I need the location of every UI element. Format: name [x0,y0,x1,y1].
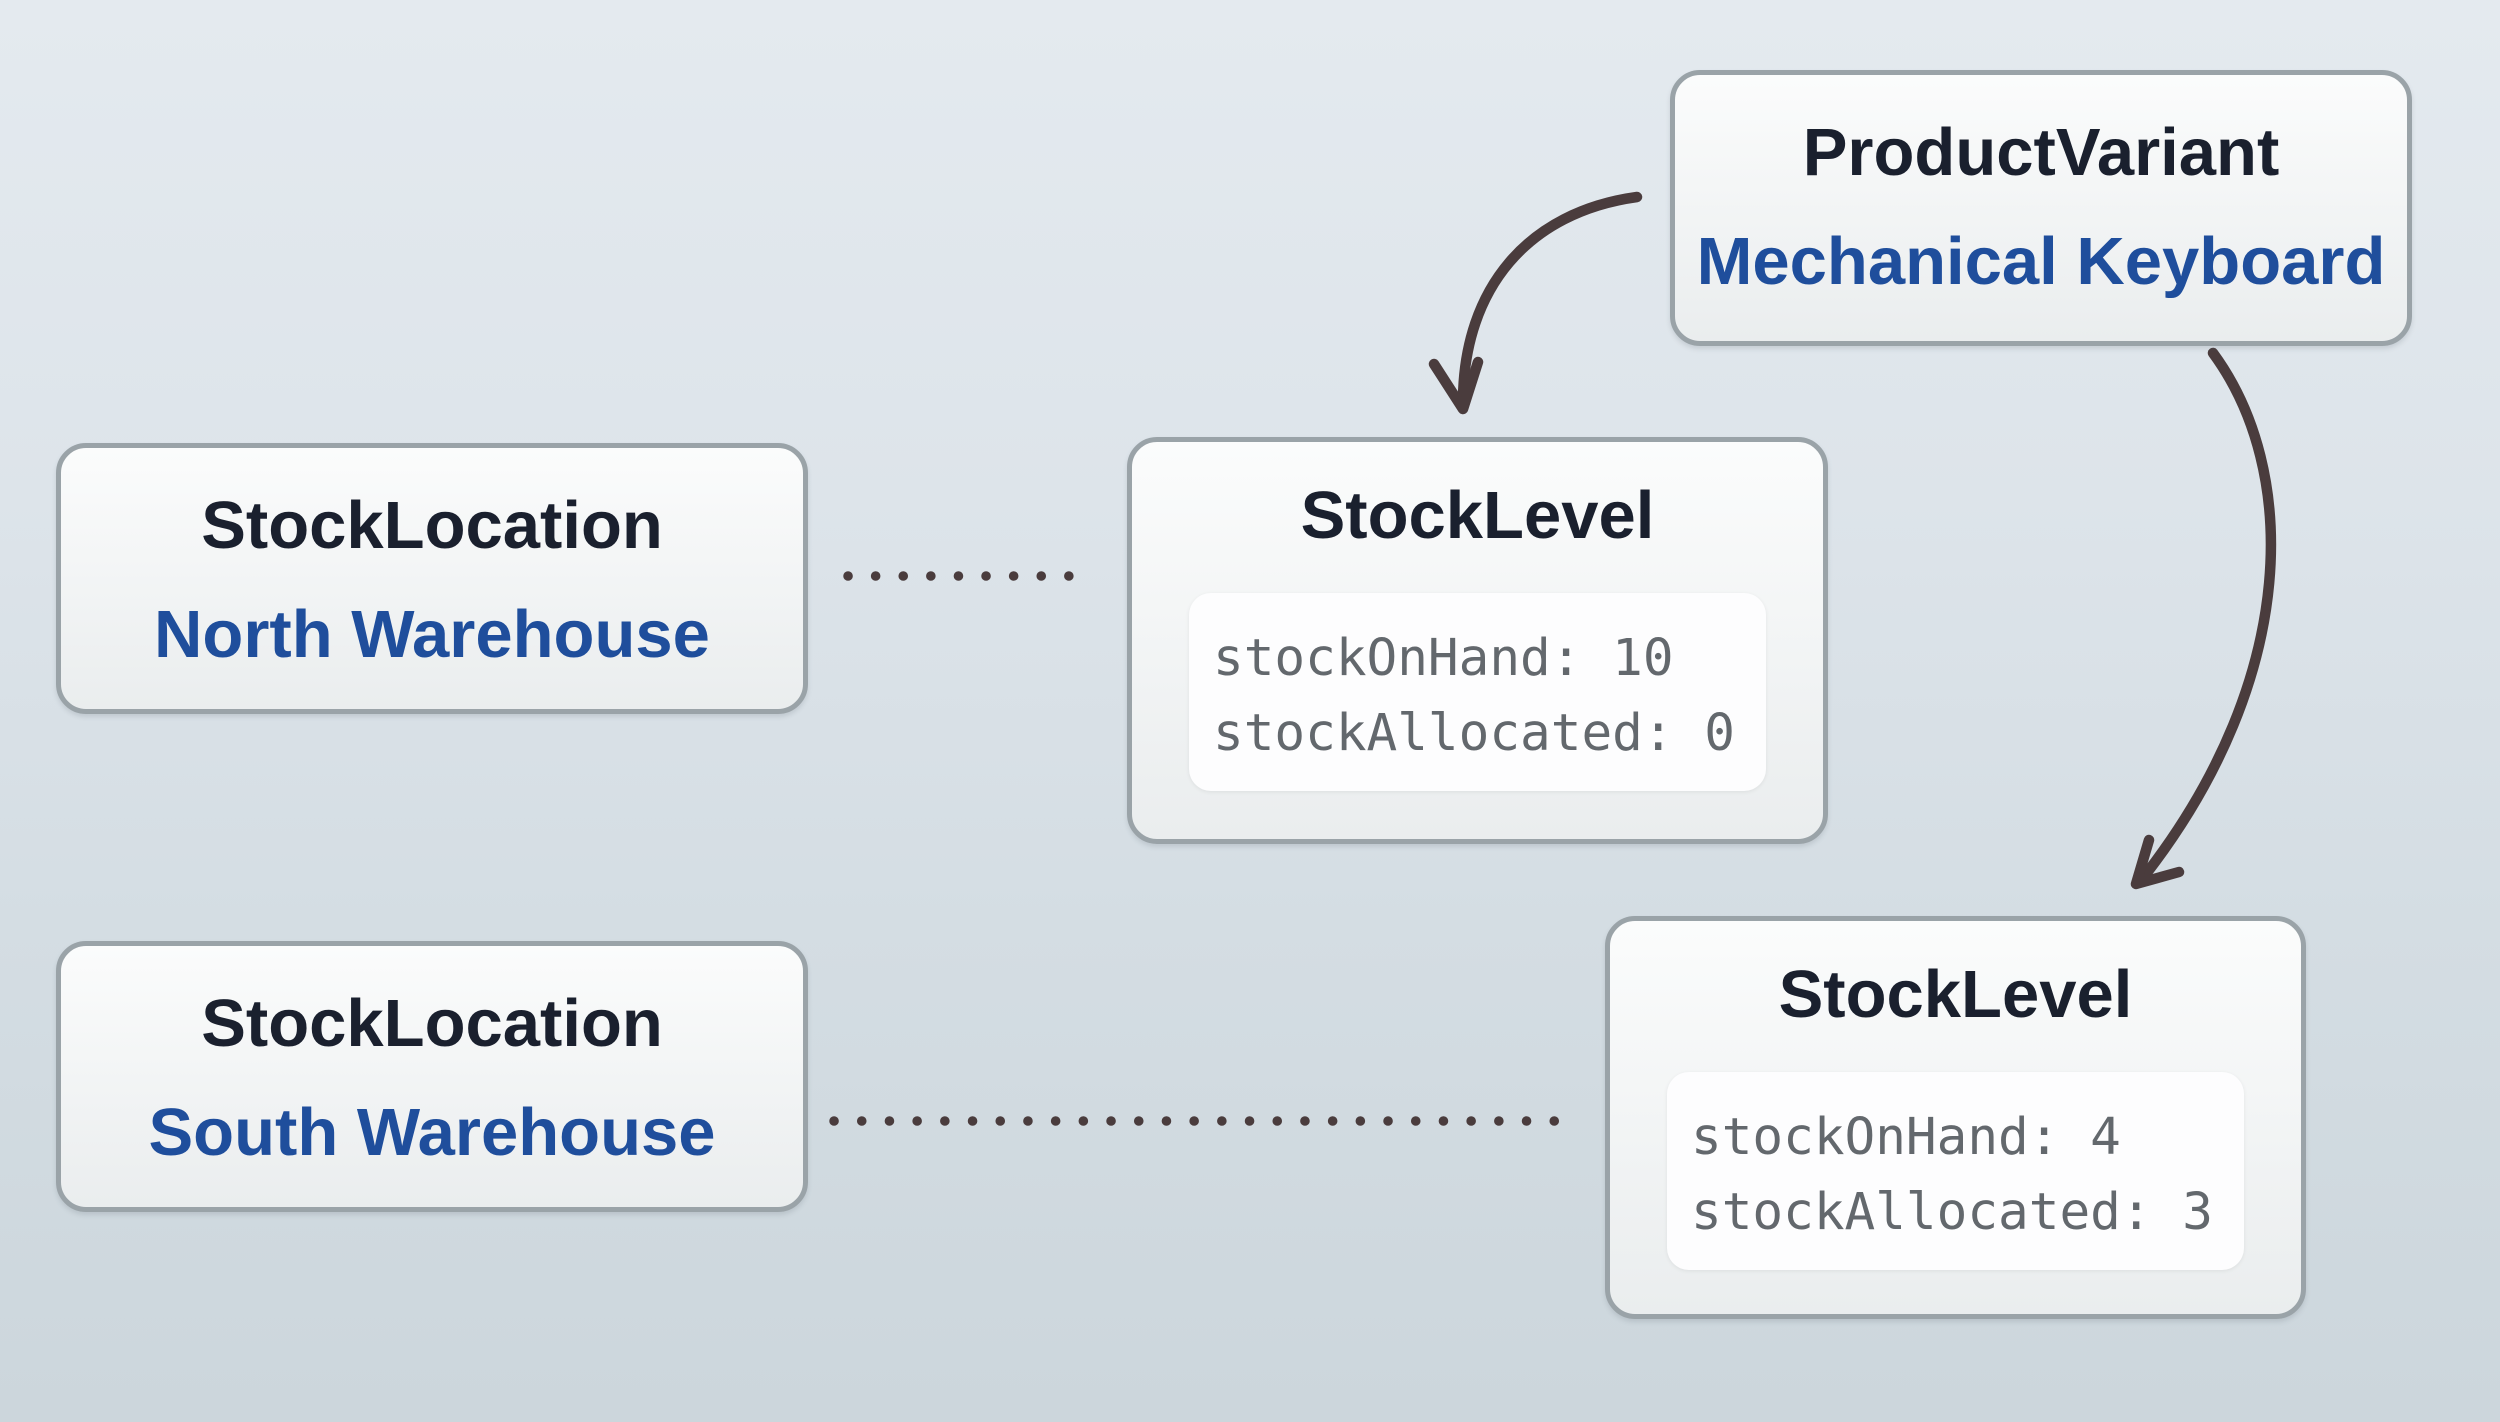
product-variant-type-label: ProductVariant [1802,115,2280,190]
stock-level-south-node: StockLevel stockOnHand: 4 stockAllocated… [1605,916,2306,1319]
stock-location-south-name: South Warehouse [148,1095,716,1170]
stock-location-south-node: StockLocation South Warehouse [56,941,808,1212]
stock-allocated-field: stockAllocated: 3 [1691,1183,2213,1242]
arrowhead-south-icon [2130,834,2185,890]
stock-level-north-fields: stockOnHand: 10 stockAllocated: 0 [1189,593,1766,791]
stock-level-south-fields: stockOnHand: 4 stockAllocated: 3 [1667,1072,2244,1270]
arrowhead-north-icon [1428,356,1484,415]
stock-level-south-type-label: StockLevel [1778,957,2133,1032]
stock-location-north-node: StockLocation North Warehouse [56,443,808,714]
stock-level-north-type-label: StockLevel [1300,478,1655,553]
stock-location-south-type-label: StockLocation [201,986,663,1061]
stock-location-north-name: North Warehouse [154,597,710,672]
arrow-product-variant-to-stock-level-south [2140,347,2277,880]
arrow-product-variant-to-stock-level-north [1457,191,1643,406]
stock-level-north-node: StockLevel stockOnHand: 10 stockAllocate… [1127,437,1828,844]
stock-location-north-type-label: StockLocation [201,488,663,563]
stock-on-hand-field: stockOnHand: 4 [1691,1108,2121,1167]
stock-allocated-field: stockAllocated: 0 [1213,704,1735,763]
product-variant-node: ProductVariant Mechanical Keyboard [1670,70,2412,346]
product-variant-name: Mechanical Keyboard [1696,224,2386,299]
stock-on-hand-field: stockOnHand: 10 [1213,629,1674,688]
